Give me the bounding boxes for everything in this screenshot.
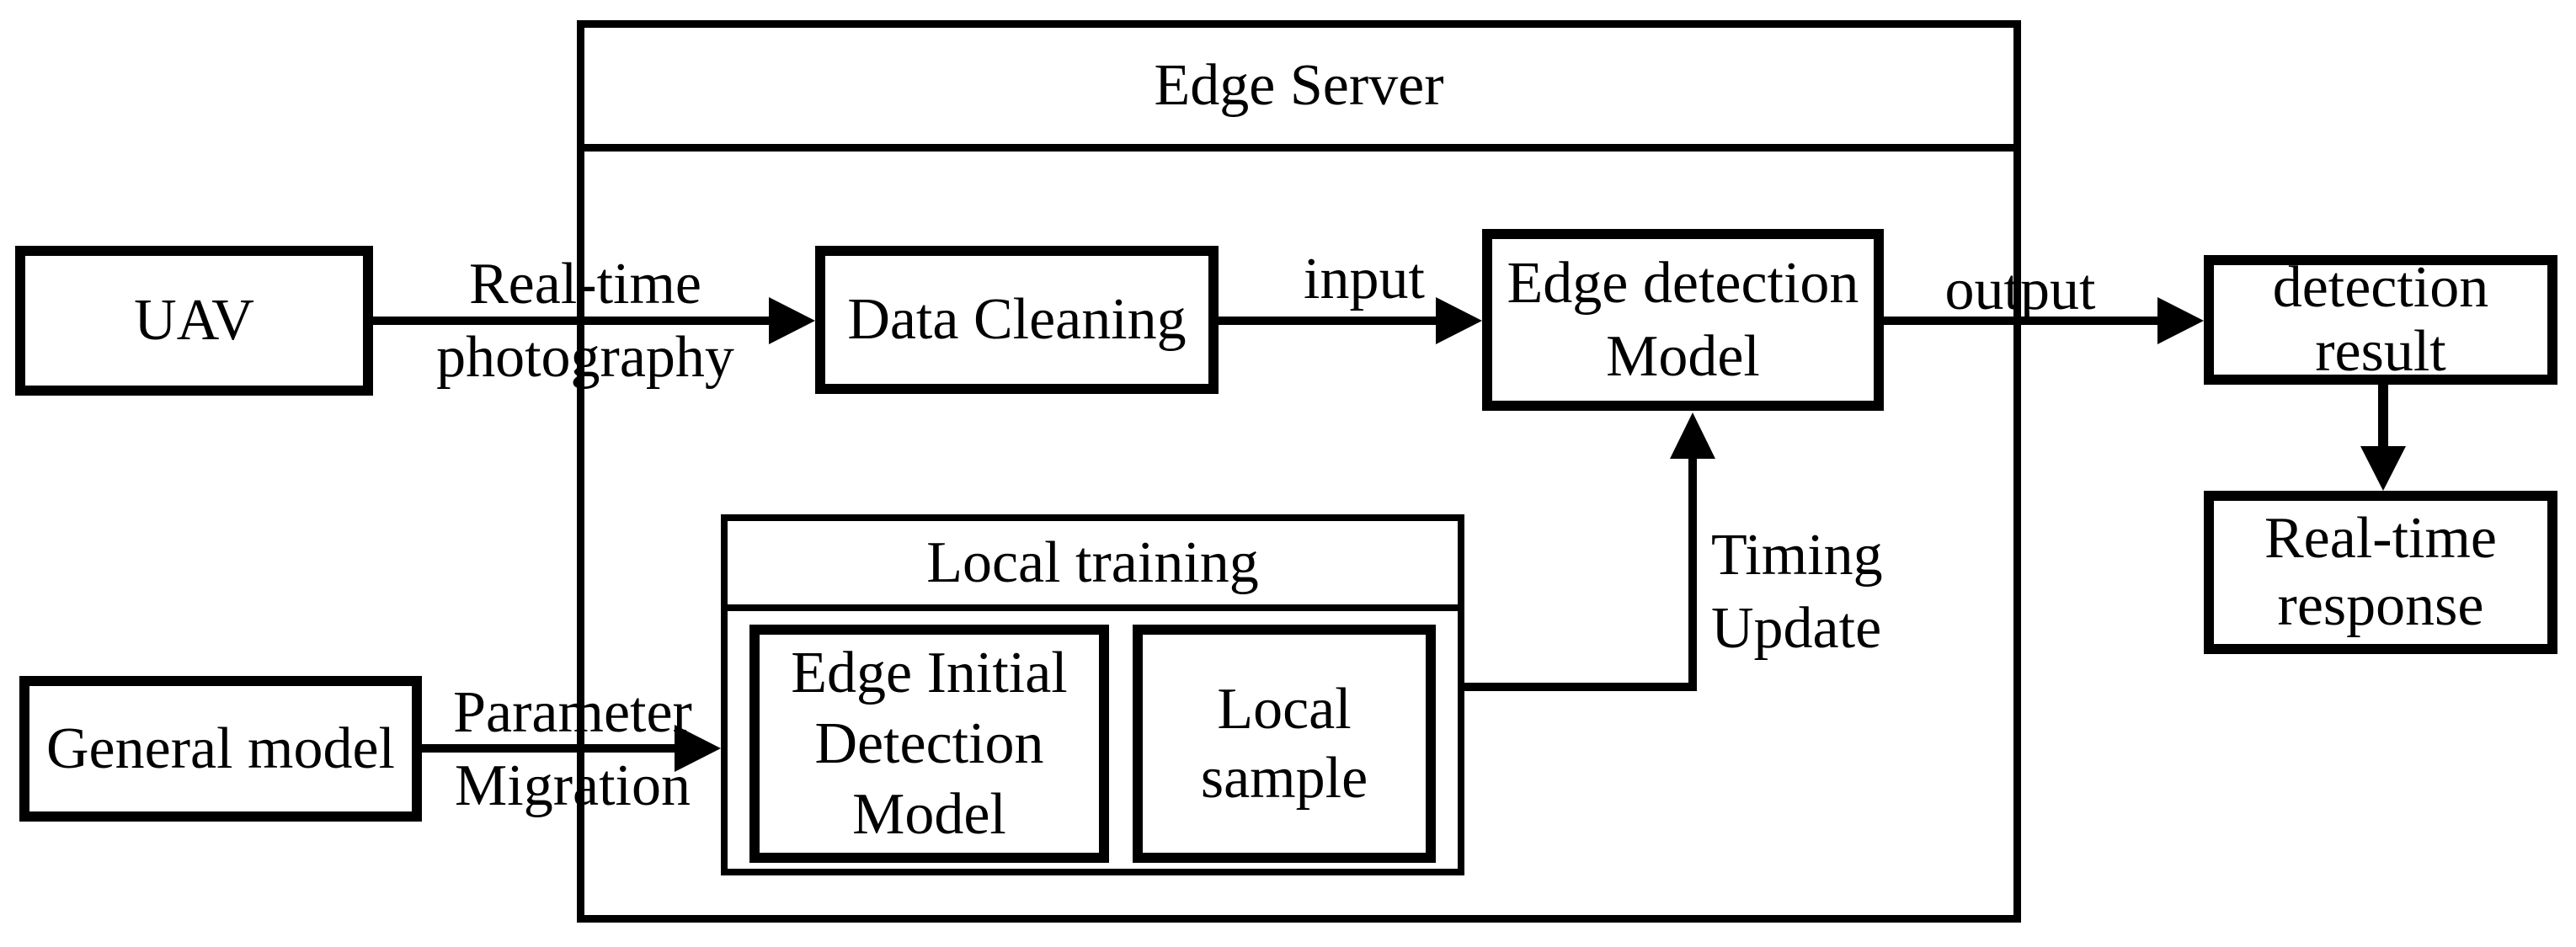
arrow-general-model-to-local-training-head: [675, 725, 721, 772]
local-training-container: Local training: [721, 514, 1464, 875]
arrow-detection-result-to-response-head: [2360, 446, 2406, 491]
data-cleaning-node: Data Cleaning: [815, 246, 1219, 394]
edge-server-title: Edge Server: [1154, 53, 1444, 118]
real-time-response-node: Real-time response: [2204, 491, 2557, 654]
arrow-uav-to-data-cleaning-head: [769, 297, 815, 344]
input-label: input: [1304, 247, 1425, 311]
local-sample-node: Local sample: [1133, 625, 1436, 863]
edge-initial-detection-model-node: Edge Initial Detection Model: [749, 625, 1109, 863]
arrow-timing-update-line: [1464, 456, 1697, 691]
real-time-photography-label: Real-time photography: [436, 252, 734, 390]
arrow-edge-detection-to-detection-result-head: [2157, 297, 2204, 344]
local-training-title: Local training: [926, 529, 1259, 595]
local-training-header: Local training: [728, 521, 1458, 611]
detection-result-node: detection result: [2204, 255, 2557, 385]
edge-server-container: Edge Server: [577, 20, 2021, 923]
general-model-node: General model: [19, 676, 422, 822]
edge-server-header: Edge Server: [584, 28, 2013, 152]
uav-node: UAV: [15, 246, 373, 396]
arrow-data-cleaning-to-edge-detection-head: [1436, 297, 1482, 344]
parameter-migration-label: Parameter Migration: [453, 680, 692, 818]
output-label: output: [1944, 258, 2096, 322]
timing-update-label: Timing Update: [1711, 523, 1883, 661]
arrow-timing-update-head: [1670, 412, 1715, 459]
edge-detection-model-node: Edge detection Model: [1482, 229, 1884, 411]
